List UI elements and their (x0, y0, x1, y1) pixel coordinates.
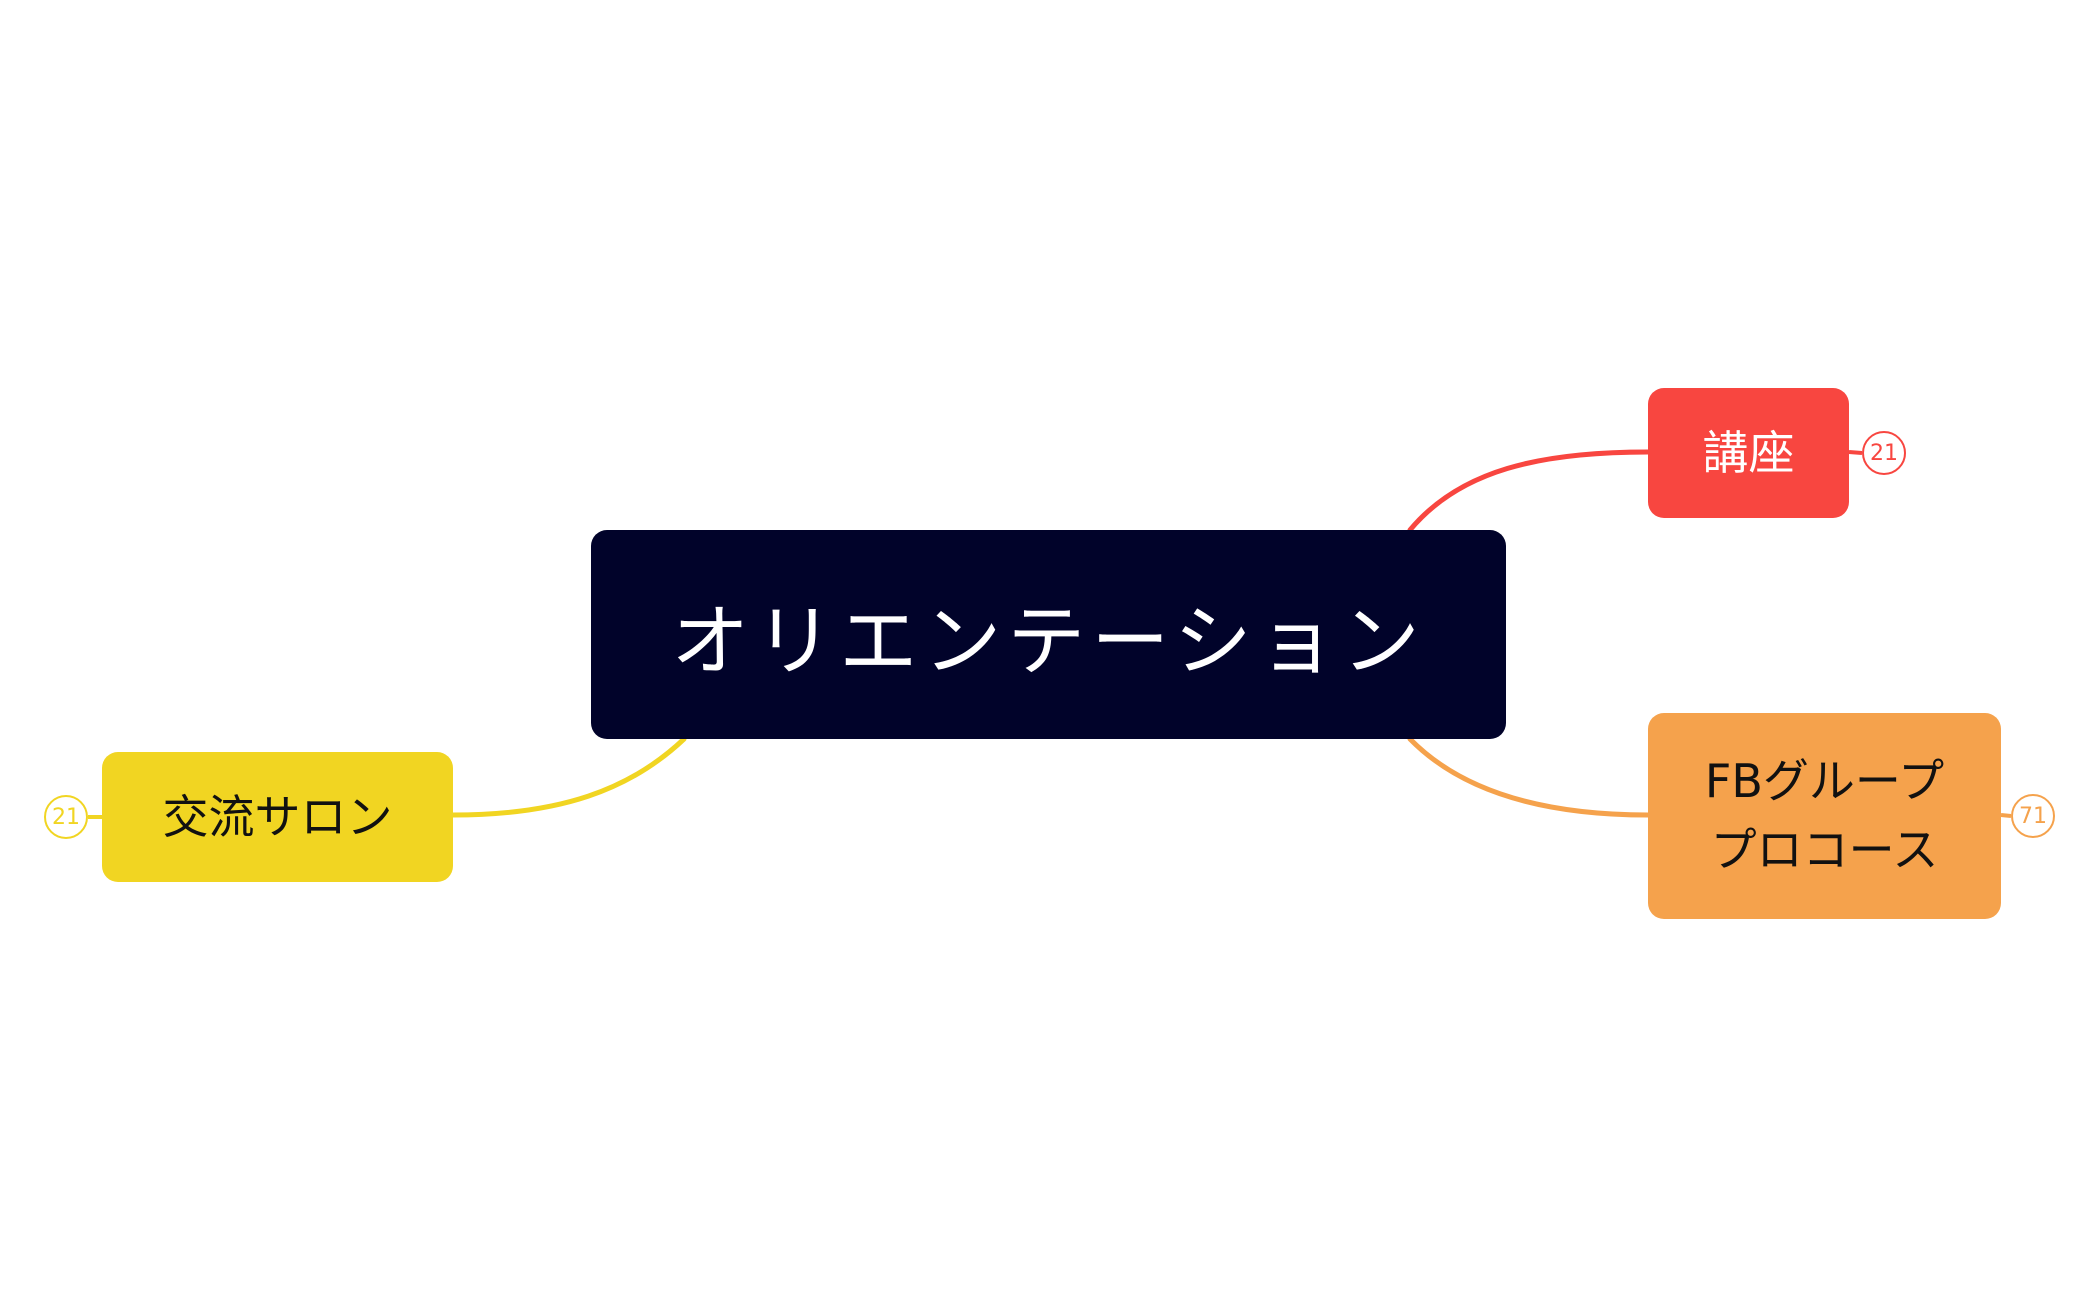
collapsed-count-badge-fb-group[interactable]: 71 (2011, 794, 2055, 838)
connector-kouza (1407, 449, 1651, 533)
central-topic-label: オリエンテーション (671, 596, 1426, 687)
collapsed-count-fb-group: 71 (2019, 803, 2047, 829)
topic-salon[interactable]: 交流サロン (102, 752, 453, 882)
topic-fb-group-label-line2: プロコース (1710, 823, 1939, 877)
collapsed-count-salon: 21 (52, 804, 80, 830)
collapsed-count-badge-salon[interactable]: 21 (44, 795, 88, 839)
topic-fb-group-label-line1: FBグループ (1704, 754, 1945, 808)
collapsed-count-kouza: 21 (1870, 440, 1898, 466)
topic-fb-group[interactable]: FBグループ プロコース (1648, 713, 2001, 919)
collapsed-count-badge-kouza[interactable]: 21 (1862, 431, 1906, 475)
connector-fb (1407, 736, 1651, 818)
connector-salon (450, 736, 687, 818)
badge-stub-fb (2000, 813, 2012, 818)
topic-kouza[interactable]: 講座 (1648, 388, 1849, 518)
topic-salon-label: 交流サロン (162, 789, 393, 844)
central-topic[interactable]: オリエンテーション (591, 530, 1506, 739)
topic-kouza-label: 講座 (1702, 425, 1795, 480)
badge-stub-kouza (1848, 450, 1863, 455)
